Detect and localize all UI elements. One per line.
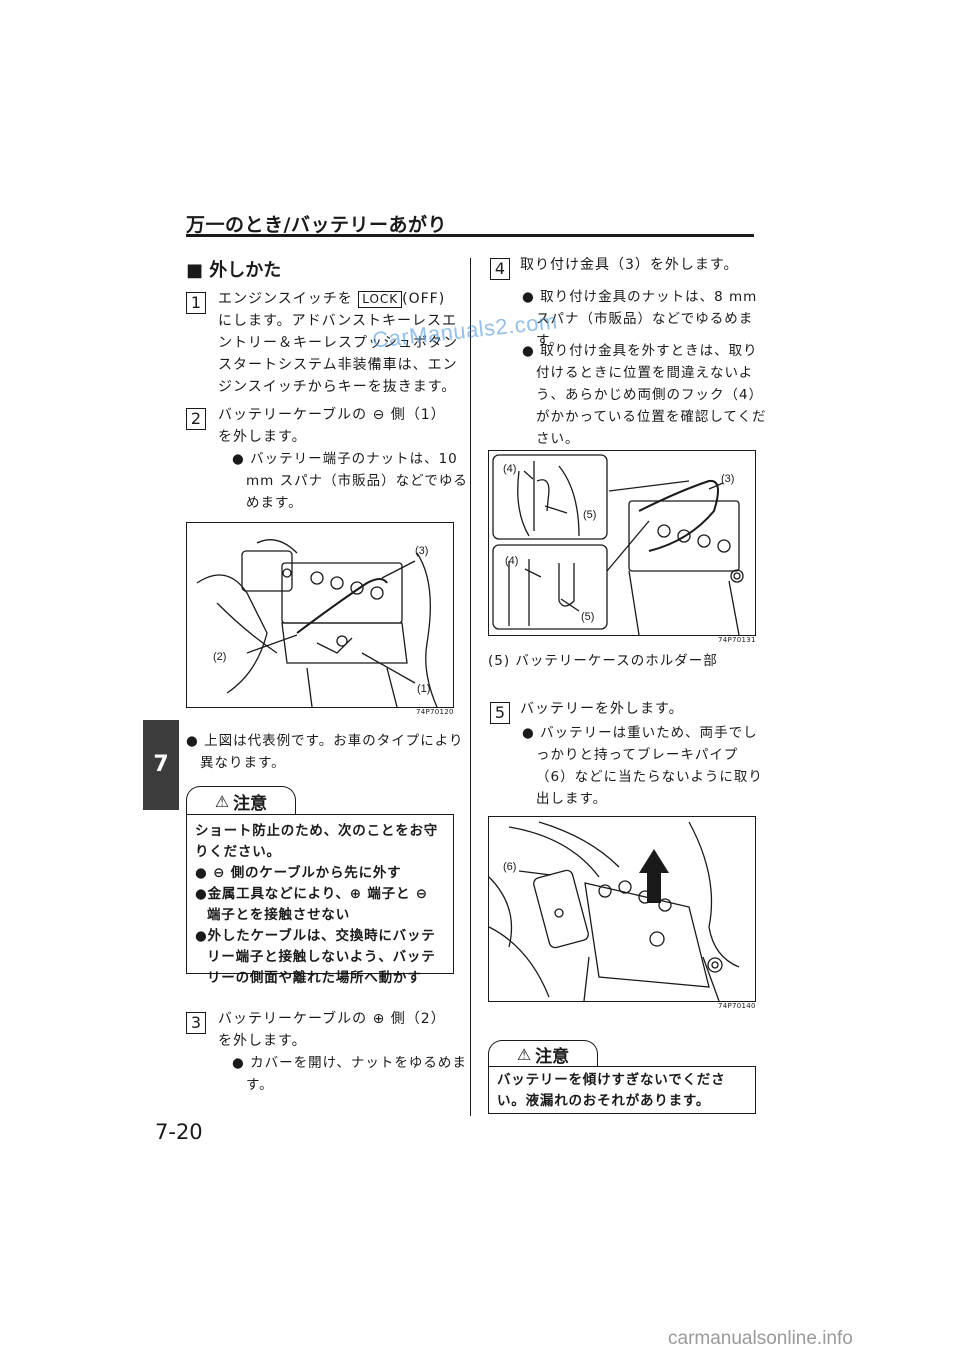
caution-line: ● ⊖ 側のケーブルから先に外す [195, 865, 402, 881]
label-2: (2) [213, 651, 227, 663]
chapter-tab[interactable]: 7 [143, 720, 179, 810]
caution-body-2: バッテリーを傾けすぎないでください。液漏れのおそれがあります。 [497, 1072, 726, 1109]
figure-holder-hooks: (4) (5) (3) (4) (5) [488, 450, 756, 636]
caution-box-2: バッテリーを傾けすぎないでください。液漏れのおそれがあります。 [488, 1066, 756, 1114]
step-number-5: 5 [490, 702, 510, 724]
step1-text: エンジンスイッチを LOCK(OFF)にします。アドバンストキーレスエントリー＆… [218, 288, 458, 398]
page-number: 7-20 [155, 1120, 203, 1144]
step4-bullet-2: ● 取り付け金具を外すときは、取り付けるときに位置を間違えないよう、あらかじめ両… [522, 343, 767, 447]
section-title: 万一のとき/バッテリーあがり [186, 214, 447, 236]
step5-text: バッテリーを外します。 [520, 701, 684, 717]
figure-battery-removal: (6) [488, 816, 756, 1002]
figure-code-2: 74P70131 [718, 636, 756, 644]
column-divider [470, 258, 471, 1116]
lock-key: LOCK [358, 291, 403, 308]
label-5-upper: (5) [583, 509, 597, 521]
label-3: (3) [415, 545, 429, 557]
caution-line: ●金属工具などにより、⊕ 端子と ⊖ 端子とを接触させない [195, 886, 428, 923]
label-1: (1) [417, 683, 431, 695]
title-rule [186, 234, 754, 237]
caution-line: ●外したケーブルは、交換時にバッテリー端子と接触しないよう、バッテリーの側面や離… [195, 928, 436, 986]
step-number-3: 3 [186, 1012, 206, 1034]
caution-body-1: ショート防止のため、次のことをお守りください。 ● ⊖ 側のケーブルから先に外す… [187, 815, 453, 989]
caution-tab-2: ⚠ 注意 [488, 1040, 598, 1067]
figure-battery-terminals: (3) (2) (1) [186, 522, 454, 708]
label-3: (3) [721, 473, 735, 485]
step3-text: バッテリーケーブルの ⊕ 側（2）を外します。 [218, 1011, 446, 1049]
figure-code-3: 74P70140 [718, 1002, 756, 1010]
caution-box-1: ショート防止のため、次のことをお守りください。 ● ⊖ 側のケーブルから先に外す… [186, 814, 454, 986]
label-4-lower: (4) [505, 555, 519, 567]
step-number-2: 2 [186, 408, 206, 430]
figure-code-1: 74P70120 [416, 708, 454, 716]
figure-note: ● 上図は代表例です。お車のタイプにより異なります。 [186, 733, 464, 771]
label-4-upper: (4) [503, 463, 517, 475]
caution-title-2: 注意 [535, 1046, 570, 1067]
step1-post: (OFF)にします。アドバンストキーレスエントリー＆キーレスプッシュボタンスター… [218, 291, 458, 395]
battery-illustration-2 [492, 454, 744, 635]
step2-text: バッテリーケーブルの ⊖ 側（1）を外します。 [218, 407, 446, 445]
figure-caption-2: (5) バッテリーケースのホルダー部 [488, 653, 718, 669]
step1-pre: エンジンスイッチを [218, 291, 353, 307]
subsection-heading: ■ 外しかた [186, 260, 282, 281]
battery-illustration-1 [196, 539, 438, 707]
step-number-1: 1 [186, 292, 206, 314]
step4-text: 取り付け金具（3）を外します。 [520, 257, 739, 273]
caution-tab-1: ⚠ 注意 [186, 786, 296, 815]
battery-illustration-3 [489, 821, 740, 1001]
step3-bullet: ● カバーを開け、ナットをゆるめます。 [232, 1055, 467, 1093]
caution-title-1: 注意 [233, 793, 268, 814]
caution-line: ショート防止のため、次のことをお守りください。 [195, 823, 439, 860]
step5-bullet: ● バッテリーは重いため、両手でしっかりと持ってブレーキパイプ（6）などに当たら… [522, 725, 763, 807]
warning-triangle-icon: ⚠ [516, 1044, 532, 1064]
warning-triangle-icon: ⚠ [214, 791, 230, 811]
step4-bullet-1: ● 取り付け金具のナットは、8 mm スパナ（市販品）などでゆるめます。 [522, 289, 758, 349]
label-5-lower: (5) [581, 611, 595, 623]
step2-bullet: ● バッテリー端子のナットは、10 mm スパナ（市販品）などでゆるめます。 [232, 451, 468, 511]
step-number-4: 4 [490, 258, 510, 280]
footer-watermark[interactable]: carmanualsonline.info [668, 1328, 853, 1349]
lift-arrow-icon [639, 849, 669, 903]
label-6: (6) [503, 861, 517, 873]
